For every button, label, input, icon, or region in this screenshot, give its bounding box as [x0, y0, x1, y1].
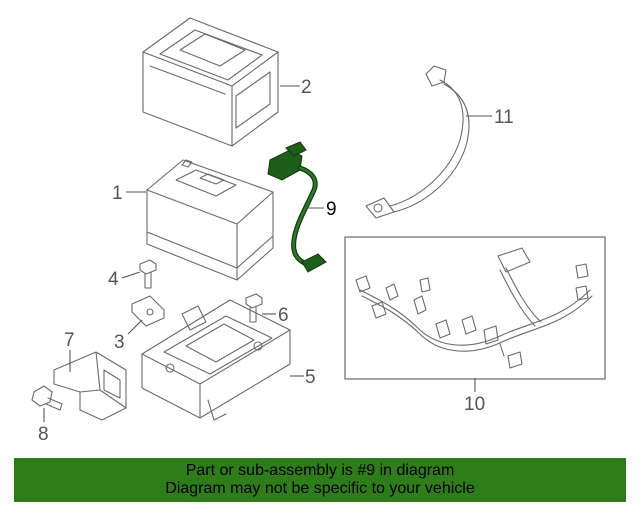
hold-down-bracket-part-3[interactable] [131, 295, 165, 327]
bolt-part-6[interactable] [245, 293, 263, 323]
battery-cable-part-11[interactable] [365, 65, 470, 219]
battery-part-1[interactable] [146, 159, 274, 281]
callout-10[interactable]: 10 [464, 394, 485, 415]
leader-lines [43, 85, 492, 422]
callout-8[interactable]: 8 [38, 424, 49, 445]
callout-2[interactable]: 2 [301, 77, 312, 98]
callout-7[interactable]: 7 [64, 330, 75, 351]
battery-cable-part-9[interactable] [267, 141, 327, 273]
callout-1[interactable]: 1 [112, 183, 123, 204]
callout-4[interactable]: 4 [108, 269, 119, 290]
bolt-part-4[interactable] [139, 259, 157, 289]
callout-labels: 1 2 3 4 5 6 7 8 9 10 11 [38, 77, 514, 445]
callout-5[interactable]: 5 [305, 367, 316, 388]
info-banner: Part or sub-assembly is #9 in diagram Di… [14, 458, 626, 502]
callout-11[interactable]: 11 [494, 107, 514, 128]
banner-line-part-number: Part or sub-assembly is #9 in diagram [185, 462, 455, 479]
callout-6[interactable]: 6 [278, 305, 289, 326]
parts-diagram: 1 2 3 4 5 6 7 8 9 10 11 [31, 17, 606, 445]
callout-9[interactable]: 9 [326, 199, 337, 220]
battery-cover-part-2[interactable] [142, 17, 279, 147]
battery-tray-part-5[interactable] [141, 299, 291, 421]
banner-line-disclaimer: Diagram may not be specific to your vehi… [165, 480, 475, 497]
bracket-part-7[interactable] [53, 351, 127, 421]
callout-3[interactable]: 3 [114, 332, 125, 353]
sensor-part-8[interactable] [31, 385, 63, 411]
wiring-harness-part-10[interactable] [344, 236, 606, 380]
